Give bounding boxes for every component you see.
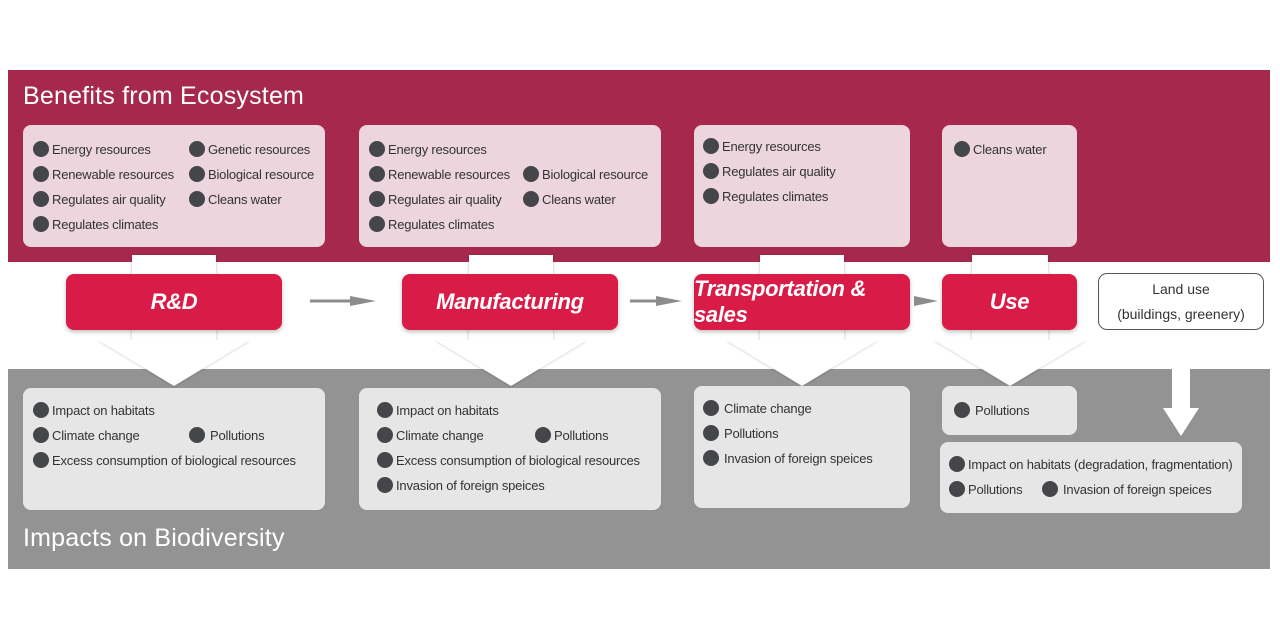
list-item: Impact on habitats (degradation, fragmen… [949, 456, 1233, 472]
bullet-icon [703, 138, 719, 154]
list-item: Impact on habitats [33, 402, 155, 418]
list-item: Climate change [377, 427, 484, 443]
stage-manufacturing: Manufacturing [402, 274, 618, 330]
bullet-icon [33, 402, 49, 418]
list-item: Biological resource [189, 166, 314, 182]
stage-rd: R&D [66, 274, 282, 330]
bullet-icon [377, 427, 393, 443]
bullet-icon [954, 402, 970, 418]
list-item: Pollutions [703, 425, 779, 441]
bullet-icon [523, 166, 539, 182]
list-item: Regulates climates [369, 216, 494, 232]
list-item: Invasion of foreign speices [703, 450, 873, 466]
list-item: Genetic resources [189, 141, 310, 157]
land-use-subtitle: (buildings, greenery) [1117, 306, 1245, 322]
impacts-band-title: Impacts on Biodiversity [23, 524, 285, 552]
land-use-box: Land use (buildings, greenery) [1098, 273, 1264, 330]
list-item: Renewable resources [33, 166, 174, 182]
flow-arrow-icon [310, 296, 376, 306]
down-arrow-head-transportation [726, 340, 878, 386]
bullet-icon [377, 477, 393, 493]
list-item: Energy resources [703, 138, 821, 154]
list-item: Invasion of foreign speices [1042, 481, 1212, 497]
benefits-box-manufacturing: Energy resources Renewable resources Reg… [359, 125, 661, 247]
list-item: Pollutions [949, 481, 1023, 497]
bullet-icon [369, 141, 385, 157]
land-use-title: Land use [1152, 281, 1210, 297]
list-item: Regulates air quality [703, 163, 836, 179]
list-item: Regulates climates [33, 216, 158, 232]
list-item: Pollutions [535, 427, 609, 443]
list-item: Energy resources [369, 141, 487, 157]
list-item: Pollutions [954, 402, 1030, 418]
benefits-band-title: Benefits from Ecosystem [23, 82, 305, 110]
down-arrow-head-use [934, 340, 1086, 386]
bullet-icon [33, 141, 49, 157]
list-item: Cleans water [523, 191, 616, 207]
flow-arrow-icon [630, 296, 682, 306]
list-item: Regulates air quality [369, 191, 502, 207]
list-item: Climate change [33, 427, 140, 443]
list-item: Energy resources [33, 141, 151, 157]
list-item: Biological resource [523, 166, 648, 182]
impacts-box-transportation: Climate change Pollutions Invasion of fo… [694, 386, 910, 508]
down-arrow-head-manufacturing [435, 340, 587, 386]
impacts-box-land-use: Impact on habitats (degradation, fragmen… [940, 442, 1242, 513]
bullet-icon [369, 166, 385, 182]
benefits-box-rd: Energy resources Renewable resources Reg… [23, 125, 325, 247]
benefits-box-transportation: Energy resources Regulates air quality R… [694, 125, 910, 247]
bullet-icon [189, 166, 205, 182]
stage-use: Use [942, 274, 1077, 330]
bullet-icon [33, 216, 49, 232]
bullet-icon [703, 425, 719, 441]
list-item: Pollutions [189, 427, 265, 443]
bullet-icon [33, 452, 49, 468]
list-item: Renewable resources [369, 166, 510, 182]
bullet-icon [535, 427, 551, 443]
bullet-icon [33, 166, 49, 182]
flow-arrow-icon [914, 296, 938, 306]
bullet-icon [33, 427, 49, 443]
stage-transportation-sales: Transportation & sales [694, 274, 910, 330]
list-item: Invasion of foreign speices [377, 477, 545, 493]
list-item: Cleans water [954, 141, 1047, 157]
bullet-icon [703, 400, 719, 416]
bullet-icon [703, 163, 719, 179]
bullet-icon [949, 481, 965, 497]
list-item: Regulates air quality [33, 191, 166, 207]
down-arrow-head-rd [98, 340, 250, 386]
list-item: Excess consumption of biological resourc… [377, 452, 640, 468]
list-item: Cleans water [189, 191, 282, 207]
impacts-box-manufacturing: Impact on habitats Climate change Excess… [359, 388, 661, 510]
bullet-icon [949, 456, 965, 472]
benefits-box-use: Cleans water [942, 125, 1077, 247]
bullet-icon [369, 216, 385, 232]
bullet-icon [377, 452, 393, 468]
bullet-icon [703, 450, 719, 466]
bullet-icon [954, 141, 970, 157]
list-item: Impact on habitats [377, 402, 499, 418]
bullet-icon [523, 191, 539, 207]
bullet-icon [33, 191, 49, 207]
impacts-box-rd: Impact on habitats Climate change Excess… [23, 388, 325, 510]
impacts-box-use: Pollutions [942, 386, 1077, 435]
bullet-icon [1042, 481, 1058, 497]
bullet-icon [189, 427, 205, 443]
bullet-icon [189, 141, 205, 157]
land-use-arrow-stem [1172, 340, 1190, 410]
land-use-arrow-head-icon [1163, 408, 1199, 436]
bullet-icon [189, 191, 205, 207]
bullet-icon [369, 191, 385, 207]
list-item: Excess consumption of biological resourc… [33, 452, 296, 468]
bullet-icon [703, 188, 719, 204]
list-item: Climate change [703, 400, 812, 416]
bullet-icon [377, 402, 393, 418]
list-item: Regulates climates [703, 188, 828, 204]
